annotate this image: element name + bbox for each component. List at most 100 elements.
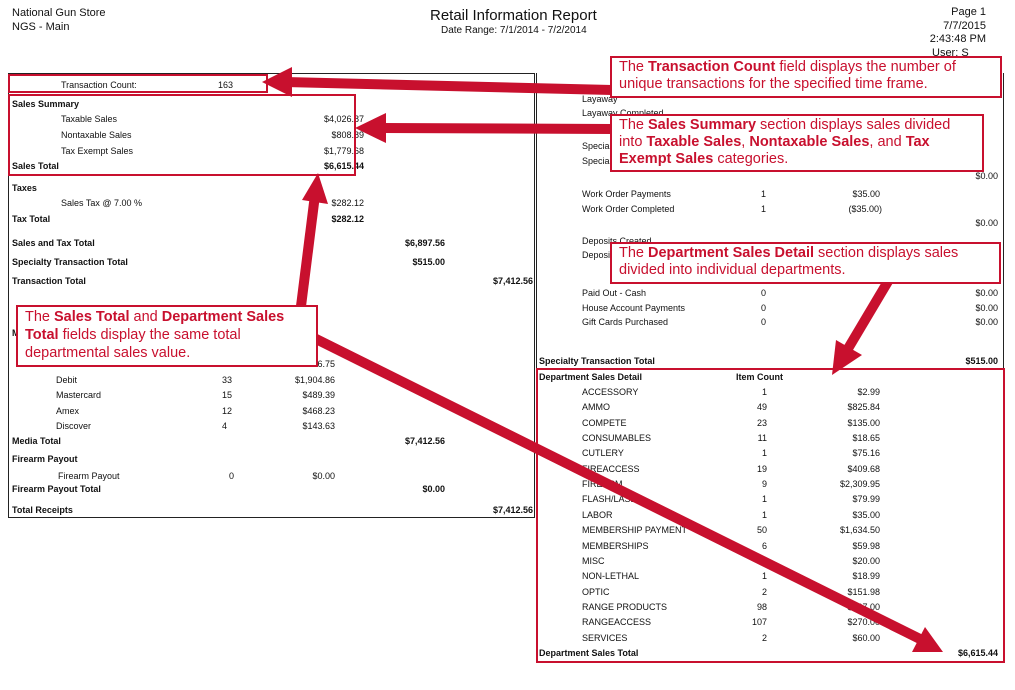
- report-time: 2:43:48 PM: [929, 33, 986, 45]
- transaction-count-value: 163: [218, 80, 234, 90]
- transaction-total-label: Transaction Total: [12, 276, 86, 286]
- work-order-payments-count: 1: [761, 189, 767, 199]
- deposit-label-1: Deposits Created: [582, 236, 652, 246]
- callout-emphasis: Taxable Sales: [646, 134, 742, 150]
- sales-tax-value: $282.12: [331, 198, 364, 208]
- callout-emphasis: Tax Exempt Sales: [619, 134, 930, 167]
- tax-exempt-sales-value: $1,779.68: [323, 146, 364, 156]
- layaway-label-2: Layaway Completed: [582, 108, 664, 118]
- specialty-transaction-total-value: $515.00: [412, 257, 445, 267]
- callout-emphasis: Sales Summary: [648, 117, 757, 133]
- media-row-amount: $489.39: [302, 390, 335, 401]
- transaction-count-label: Transaction Count:: [61, 80, 137, 90]
- callout-emphasis: Sales Total: [54, 309, 130, 325]
- arrow-sales-total-head: [302, 173, 328, 204]
- nontaxable-sales-label: Nontaxable Sales: [61, 130, 132, 140]
- left-panel-bottom-border: [8, 517, 535, 518]
- arrow-sales-summary: [377, 123, 613, 134]
- callout-department-sales-detail: The Department Sales Detail section disp…: [610, 242, 1001, 284]
- firearm-payout-total-value: $0.00: [422, 484, 445, 494]
- callout-emphasis: Transaction Count: [648, 59, 776, 75]
- firearm-payout-title: Firearm Payout: [12, 454, 78, 464]
- gift-cards-amount: $0.00: [975, 317, 998, 327]
- report-date: 7/7/2015: [943, 20, 986, 32]
- media-total-value: $7,412.56: [404, 436, 445, 446]
- media-total-label: Media Total: [12, 436, 61, 446]
- work-order-payments-label: Work Order Payments: [582, 189, 671, 199]
- taxes-title: Taxes: [12, 183, 37, 193]
- media-row-name: Amex: [56, 405, 80, 416]
- media-row-amount: $468.23: [302, 405, 335, 416]
- callout-emphasis: Department Sales Detail: [648, 245, 815, 261]
- layaway-label-1: Layaway: [582, 94, 618, 104]
- sales-and-tax-total-value: $6,897.56: [404, 238, 445, 248]
- specialty-transaction-total-label: Specialty Transaction Total: [12, 257, 128, 267]
- work-order-completed-amount: ($35.00): [848, 204, 882, 214]
- department-sales-total-label: Department Sales Total: [539, 648, 639, 658]
- store-name: National Gun Store: [12, 7, 106, 19]
- taxable-sales-label: Taxable Sales: [61, 114, 118, 124]
- firearm-payout-count: 0: [229, 471, 235, 481]
- location-name: NGS - Main: [12, 21, 70, 33]
- paid-out-amount: $0.00: [975, 288, 998, 298]
- media-row-name: Debit: [56, 375, 78, 385]
- firearm-payout-label: Firearm Payout: [58, 471, 120, 481]
- report-title: Retail Information Report: [430, 7, 597, 24]
- sales-total-value: $6,615.44: [323, 161, 364, 171]
- callout-transaction-count: The Transaction Count field displays the…: [610, 56, 1002, 98]
- house-account-amount: $0.00: [975, 303, 998, 313]
- callout-sales-total: The Sales Total and Department Sales Tot…: [16, 305, 318, 367]
- nontaxable-sales-value: $808.89: [331, 130, 364, 140]
- media-row-name: Discover: [56, 420, 92, 431]
- media-row-count: 15: [222, 390, 233, 401]
- tax-total-value: $282.12: [331, 214, 364, 224]
- transaction-count-highlight: [8, 74, 268, 93]
- arrow-department-detail: [841, 275, 895, 355]
- work-order-payments-amount: $35.00: [852, 189, 880, 199]
- firearm-payout-amount: $0.00: [312, 471, 335, 481]
- callout-emphasis: Department Sales Total: [25, 309, 285, 343]
- total-receipts-label: Total Receipts: [12, 505, 73, 515]
- specialty-total-value: $515.00: [965, 356, 998, 366]
- page-number: Page 1: [951, 6, 986, 18]
- date-range: Date Range: 7/1/2014 - 7/2/2014: [441, 25, 587, 36]
- work-order-subtotal: $0.00: [975, 218, 998, 228]
- gift-cards-label: Gift Cards Purchased: [582, 317, 669, 327]
- work-order-completed-label: Work Order Completed: [582, 204, 675, 214]
- department-sales-highlight: [536, 368, 1005, 663]
- media-row-amount: $1,904.86: [294, 375, 335, 385]
- special-label-2: Special: [582, 156, 612, 166]
- media-row-amount: $143.63: [302, 420, 335, 431]
- total-receipts-value: $7,412.56: [492, 505, 533, 515]
- callout-sales-summary: The Sales Summary section displays sales…: [610, 114, 984, 172]
- sales-total-label: Sales Total: [12, 161, 59, 171]
- sales-and-tax-total-label: Sales and Tax Total: [12, 238, 95, 248]
- media-row-name: Mastercard: [56, 390, 102, 401]
- callout-emphasis: Nontaxable Sales: [749, 134, 870, 150]
- media-amount-fragment: 6.75: [317, 359, 335, 369]
- specialty-total-label: Specialty Transaction Total: [539, 356, 655, 366]
- media-row-count: 4: [222, 420, 228, 431]
- house-account-label: House Account Payments: [582, 303, 686, 313]
- tax-total-label: Tax Total: [12, 214, 51, 224]
- sales-summary-highlight: [8, 94, 356, 176]
- department-sales-total-value: $6,615.44: [957, 648, 998, 658]
- transaction-total-value: $7,412.56: [492, 276, 533, 286]
- left-panel-right-border: [534, 73, 535, 518]
- arrow-transaction-count: [284, 77, 613, 95]
- sales-summary-title: Sales Summary: [12, 99, 80, 109]
- special-subtotal: $0.00: [975, 171, 998, 181]
- firearm-payout-total-label: Firearm Payout Total: [12, 484, 101, 494]
- media-row-count: 33: [222, 375, 233, 385]
- special-label-1: Special: [582, 141, 612, 151]
- paid-out-count: 0: [761, 288, 767, 298]
- left-panel-left-border: [8, 73, 9, 518]
- taxable-sales-value: $4,026.87: [323, 114, 364, 124]
- tax-exempt-sales-label: Tax Exempt Sales: [61, 146, 134, 156]
- gift-cards-count: 0: [761, 317, 767, 327]
- deposit-label-2: Deposits: [582, 250, 618, 260]
- media-row-count: 12: [222, 405, 233, 416]
- paid-out-label: Paid Out - Cash: [582, 288, 647, 298]
- work-order-completed-count: 1: [761, 204, 767, 214]
- media-title-fragment: M: [12, 328, 20, 338]
